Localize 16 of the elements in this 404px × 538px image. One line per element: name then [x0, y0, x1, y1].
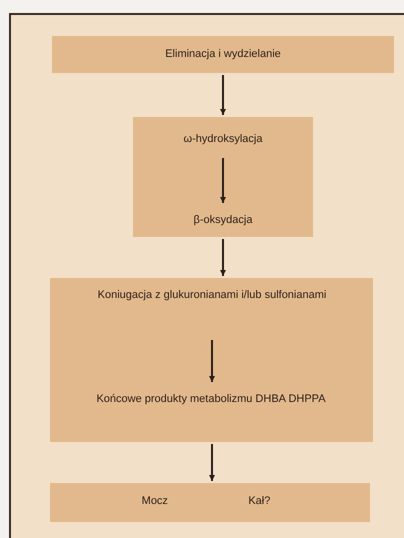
step-label: ω-hydroksylacja [182, 132, 264, 147]
step-label: Koniugacja z glukuronianami i/lub sulfonianami [96, 288, 328, 303]
arrow [220, 158, 226, 203]
process-box [52, 36, 394, 73]
process-box [50, 278, 373, 442]
step-label: Kał? [248, 495, 270, 507]
step-label: Mocz [142, 495, 168, 507]
step-label: Eliminacja i wydzielanie [164, 47, 282, 62]
arrow [209, 340, 215, 382]
step-label: β-oksydacja [192, 213, 254, 228]
arrow [220, 239, 226, 276]
arrow [220, 75, 226, 115]
arrow [209, 444, 215, 481]
step-label: Końcowe produkty metabolizmu DHBA DHPPA [95, 392, 327, 407]
process-box [50, 483, 370, 522]
process-box [133, 117, 313, 237]
